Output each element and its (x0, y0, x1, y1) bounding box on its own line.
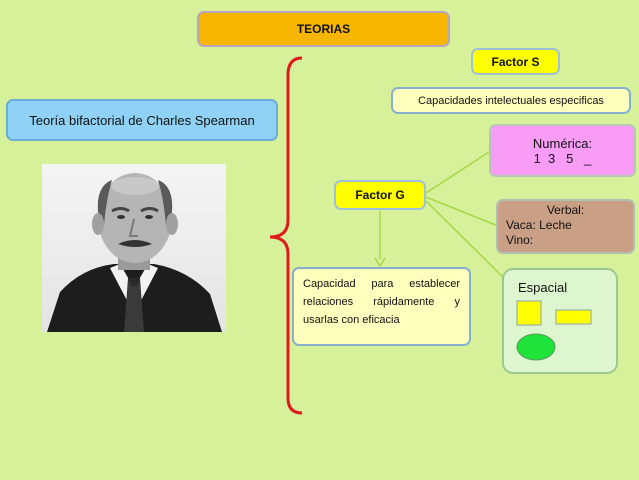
factor-s-label: Factor S (491, 54, 540, 69)
factor-g-box: Factor G (334, 180, 426, 210)
curly-brace (269, 56, 303, 415)
factor-g-description: Capacidad para establecer relaciones ráp… (303, 278, 460, 326)
numerica-title: Numérica: (532, 135, 593, 151)
espacial-title: Espacial (518, 280, 568, 295)
numerica-sequence: 1 3 5 _ (533, 150, 592, 166)
factor-g-label: Factor G (355, 188, 405, 202)
factor-s-box: Factor S (471, 48, 560, 75)
connector-numerica (425, 149, 493, 194)
theory-box: Teoría bifactorial de Charles Spearman (6, 99, 278, 141)
verbal-analogy: Vaca: Leche (506, 218, 572, 232)
title-box: TEORIAS (197, 11, 450, 47)
connector-verbal (425, 196, 499, 227)
portrait-photo (42, 164, 226, 332)
connector-espacial (425, 200, 507, 281)
espacial-box: Espacial (502, 268, 618, 374)
verbal-box: Verbal: Vaca: Leche Vino: (496, 199, 635, 254)
verbal-question: Vino: (506, 233, 534, 247)
arrow-head (374, 257, 386, 268)
verbal-title: Verbal: (546, 203, 585, 217)
specific-capacities-box: Capacidades intelectuales especificas (391, 87, 631, 114)
numerica-box: Numérica: 1 3 5 _ (489, 124, 636, 177)
portrait-illustration (47, 173, 222, 332)
specific-capacities-text: Capacidades intelectuales especificas (418, 94, 604, 107)
title-text: TEORIAS (296, 22, 351, 36)
theory-text: Teoría bifactorial de Charles Spearman (29, 112, 255, 128)
factor-g-description-box: Capacidad para establecer relaciones ráp… (292, 267, 471, 346)
